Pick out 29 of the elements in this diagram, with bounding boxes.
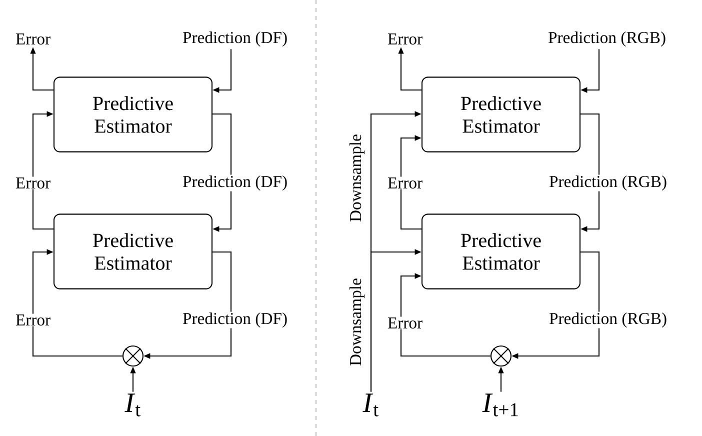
image-symbol: I$_{t}$ bbox=[124, 394, 140, 416]
edge-label: Prediction (RGB) bbox=[548, 174, 668, 192]
signal-label: Error bbox=[16, 33, 50, 45]
estimator-box: Predictive Estimator bbox=[421, 214, 581, 290]
arrow bbox=[400, 135, 422, 230]
signal-label: Prediction (DF) bbox=[182, 31, 287, 47]
edge-label: Error bbox=[386, 316, 424, 330]
edge-label: Error bbox=[386, 176, 424, 190]
signal-label: Error bbox=[388, 33, 422, 45]
signal-label: Prediction (RGB) bbox=[548, 31, 666, 47]
edge-label: Downsample bbox=[348, 277, 366, 367]
image-symbol: I$_{t+1}$ bbox=[482, 394, 518, 416]
edge-label: Downsample bbox=[348, 133, 366, 223]
multiplier-symbol bbox=[490, 345, 512, 367]
estimator-box: Predictive Estimator bbox=[53, 214, 213, 290]
edge-label: Error bbox=[14, 176, 52, 190]
arrow bbox=[212, 113, 232, 232]
edge-label: Error bbox=[14, 314, 52, 326]
arrow bbox=[580, 113, 600, 232]
image-symbol: I$_{t}$ bbox=[362, 394, 378, 416]
arrow bbox=[32, 249, 122, 357]
estimator-box: Predictive Estimator bbox=[53, 76, 213, 152]
edge-label: Prediction (RGB) bbox=[548, 312, 668, 328]
edge-label: Prediction (DF) bbox=[182, 174, 288, 192]
edge-label: Prediction (DF) bbox=[182, 312, 288, 328]
estimator-box: Predictive Estimator bbox=[421, 76, 581, 152]
multiplier-symbol bbox=[122, 345, 144, 367]
arrow bbox=[400, 273, 490, 357]
arrow bbox=[32, 111, 54, 230]
